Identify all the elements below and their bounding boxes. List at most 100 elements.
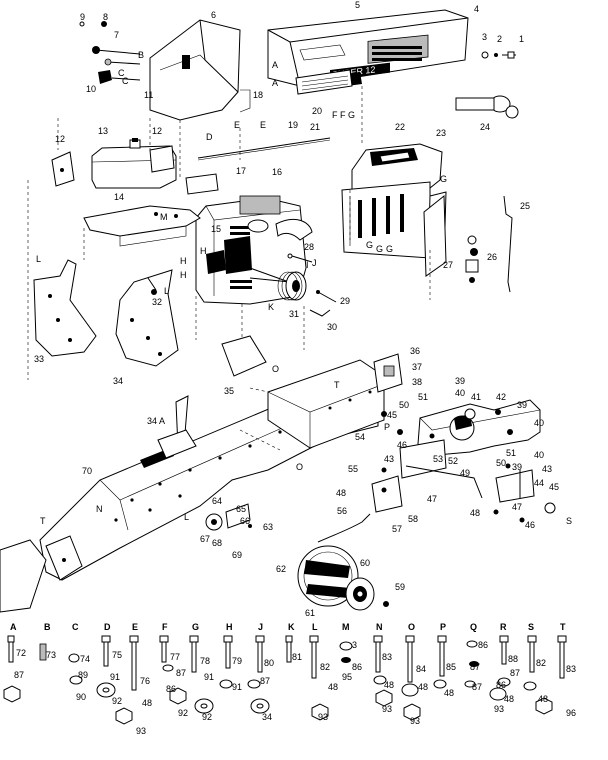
callout-40c: 40: [534, 450, 544, 460]
hw-num-83a: 83: [382, 652, 392, 662]
hw-header-m: M: [342, 622, 350, 632]
hw-num-87d: 87: [510, 668, 520, 678]
letter-n: N: [96, 504, 103, 514]
callout-53: 53: [433, 454, 443, 464]
letter-m: M: [160, 212, 168, 222]
callout-40a: 40: [455, 388, 465, 398]
hw-num-81: 81: [292, 652, 302, 662]
hw-header-t: T: [560, 622, 566, 632]
callout-48b: 48: [470, 508, 480, 518]
hw-num-82b: 82: [536, 658, 546, 668]
hw-header-n: N: [376, 622, 383, 632]
transmission-frame: [267, 359, 385, 449]
letter-f1: F: [332, 110, 338, 120]
callout-51a: 51: [418, 392, 428, 402]
hw-header-k: K: [288, 622, 295, 632]
callout-43a: 43: [384, 454, 394, 464]
letter-i: I: [306, 260, 309, 270]
hw-header-c: C: [72, 622, 79, 632]
engine-small-parts: [287, 253, 337, 317]
hw-header-f: F: [162, 622, 168, 632]
callout-4: 4: [474, 4, 479, 14]
cable-56: [317, 513, 371, 543]
idler-pulley: [205, 503, 252, 531]
callout-17: 17: [236, 166, 246, 176]
callout-57: 57: [392, 524, 402, 534]
hw-num-34: 34: [262, 712, 272, 722]
hardware-headers: A B C D E F G H J K L M N O P Q R S T: [10, 622, 566, 632]
letter-h2: H: [180, 256, 187, 266]
hw-num-92b: 92: [202, 712, 212, 722]
callout-15: 15: [211, 224, 221, 234]
bracket-44: [495, 469, 535, 503]
callout-3: 3: [482, 32, 487, 42]
callout-50b: 50: [496, 458, 506, 468]
callout-70: 70: [82, 466, 92, 476]
hw-num-92a: 92: [112, 696, 122, 706]
hardware-chart: A B C D E F G H J K L M N O P Q R S T: [3, 622, 576, 736]
callout-46b: 46: [525, 520, 535, 530]
hw-num-48c: 48: [384, 680, 394, 690]
rear-axle: [417, 399, 541, 457]
letter-p: P: [384, 422, 390, 432]
callout-40b: 40: [534, 418, 544, 428]
letter-l2: L: [164, 286, 169, 296]
callout-27: 27: [443, 260, 453, 270]
letter-f2: F: [340, 110, 346, 120]
hw-header-e: E: [132, 622, 138, 632]
letter-d: D: [206, 132, 213, 142]
grille-piece: [295, 69, 353, 95]
callout-61: 61: [305, 608, 315, 618]
callout-26: 26: [487, 252, 497, 262]
callout-16: 16: [272, 167, 282, 177]
console-bolts: [79, 21, 141, 84]
callout-6: 6: [211, 10, 216, 20]
letter-b: B: [138, 50, 144, 60]
callout-28: 28: [304, 242, 314, 252]
callout-47a: 47: [427, 494, 437, 504]
callout-60: 60: [360, 558, 370, 568]
hw-num-72: 72: [16, 648, 26, 658]
callout-23: 23: [436, 128, 446, 138]
callout-7: 7: [114, 30, 119, 40]
hw-num-84: 84: [416, 664, 426, 674]
letter-o1: O: [296, 462, 303, 472]
part-callout-labels: 1 2 3 4 5 6 7 8 9 10 11 12 12 13 14 15 1…: [34, 0, 559, 618]
letter-a2: A: [272, 78, 278, 88]
callout-2: 2: [497, 34, 502, 44]
callout-39c: 39: [512, 462, 522, 472]
hw-num-95: 95: [342, 672, 352, 682]
callout-5: 5: [355, 0, 360, 10]
tank-bracket-right: [149, 145, 175, 173]
hw-num-80: 80: [264, 658, 274, 668]
callout-8: 8: [103, 12, 108, 22]
engine-assembly: [195, 195, 313, 305]
bracket-57: [371, 475, 403, 513]
letter-t2: T: [40, 516, 46, 526]
callout-25: 25: [520, 201, 530, 211]
hw-header-a: A: [10, 622, 17, 632]
callout-52: 52: [448, 456, 458, 466]
hw-num-74: 74: [80, 654, 90, 664]
console-shroud: [149, 19, 251, 121]
letter-g4: G: [376, 244, 383, 254]
letter-l1: L: [36, 254, 41, 264]
callout-68: 68: [212, 538, 222, 548]
hw-num-75: 75: [112, 650, 122, 660]
hw-header-s: S: [528, 622, 534, 632]
hw-num-88: 88: [508, 654, 518, 664]
brake-rod: [405, 465, 483, 499]
hw-num-73: 73: [46, 650, 56, 660]
callout-42: 42: [496, 392, 506, 402]
hw-num-93e: 93: [494, 704, 504, 714]
callout-19: 19: [288, 120, 298, 130]
letter-j: J: [312, 258, 317, 268]
callout-69: 69: [232, 550, 242, 560]
hw-num-91b: 91: [204, 672, 214, 682]
hw-num-87f: 87: [472, 682, 482, 692]
letter-h1: H: [200, 246, 207, 256]
letter-t1: T: [334, 380, 340, 390]
hw-num-79: 79: [232, 656, 242, 666]
callout-46a: 46: [397, 440, 407, 450]
